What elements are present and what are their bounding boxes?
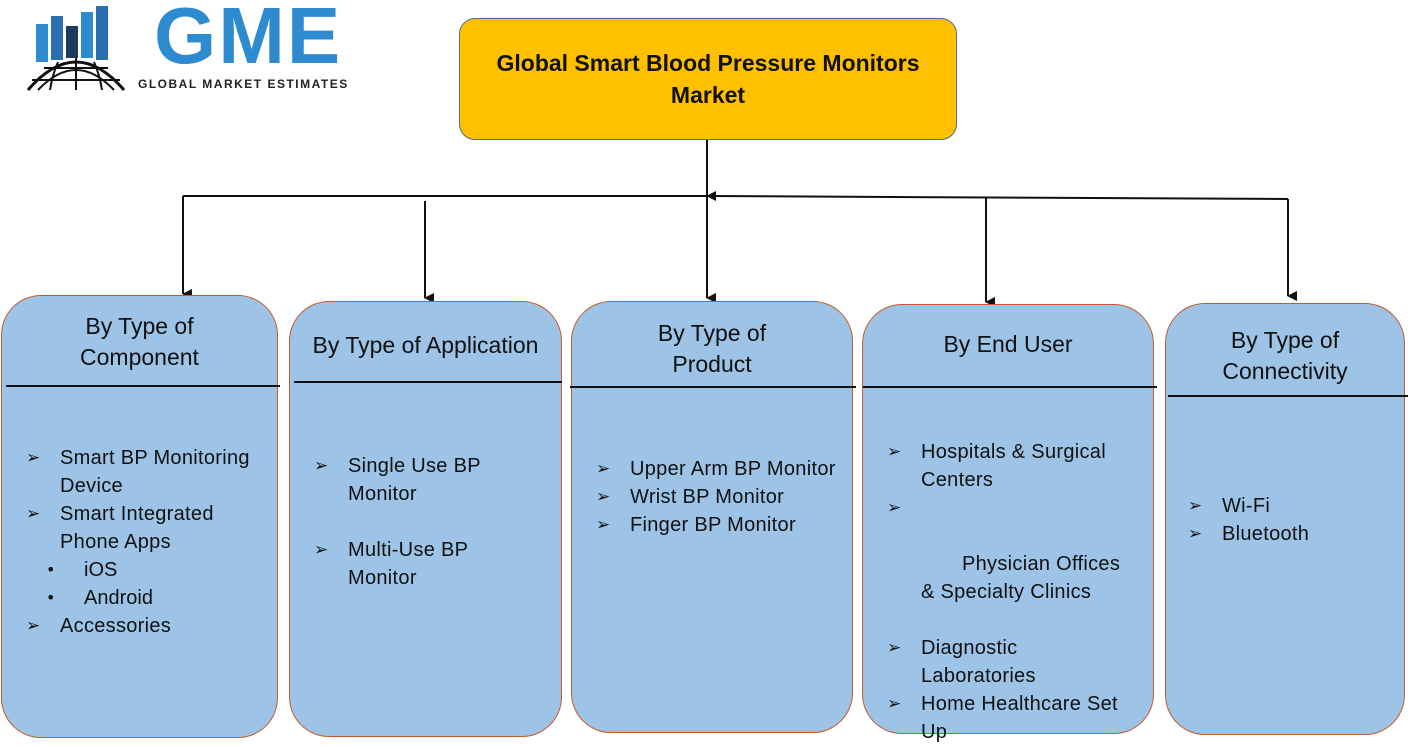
arrow-bullet-icon: ➢ xyxy=(596,487,611,507)
list-item: ➢ Accessories xyxy=(26,612,266,640)
list-item: ➢ Finger BP Monitor xyxy=(596,511,846,539)
category-box-end-user: By End User ➢ Hospitals & Surgical Cente… xyxy=(862,304,1157,743)
list-item: ➢ Smart BP Monitoring Device xyxy=(26,444,266,500)
arrow-bullet-icon: ➢ xyxy=(596,459,611,479)
category-item-list: ➢ Hospitals & Surgical Centers ➢ Physici… xyxy=(887,438,1137,746)
list-item: ➢ Wrist BP Monitor xyxy=(596,483,846,511)
category-item-list: ➢ Smart BP Monitoring Device ➢ Smart Int… xyxy=(26,444,266,640)
category-box-application: By Type of Application ➢ Single Use BP M… xyxy=(289,301,562,737)
list-item: ➢ Multi-Use BP Monitor xyxy=(314,536,534,592)
category-title: By Type of Product xyxy=(657,320,767,377)
arrow-bullet-icon: ➢ xyxy=(887,694,902,714)
category-box-component: By Type of Component ➢ Smart BP Monitori… xyxy=(1,295,280,738)
arrow-bullet-icon: ➢ xyxy=(887,442,902,462)
category-item-list: ➢ Single Use BP Monitor ➢ Multi-Use BP M… xyxy=(314,452,534,592)
arrow-bullet-icon: ➢ xyxy=(26,448,41,468)
category-title: By Type of Component xyxy=(80,313,199,370)
list-item: ➢ Diagnostic Laboratories xyxy=(887,634,1137,690)
arrow-bullet-icon: ➢ xyxy=(26,504,41,524)
arrow-bullet-icon: ➢ xyxy=(1188,496,1203,516)
logo-wordmark: GME xyxy=(154,0,343,80)
sub-list: • iOS • Android xyxy=(26,556,266,612)
category-title: By Type of Connectivity xyxy=(1222,327,1348,384)
globe-bar-chart-icon xyxy=(26,6,126,91)
category-divider xyxy=(1168,395,1408,397)
category-item-list: ➢ Wi-Fi ➢ Bluetooth xyxy=(1188,492,1388,548)
arrow-bullet-icon: ➢ xyxy=(26,616,41,636)
list-item: ➢ Upper Arm BP Monitor xyxy=(596,455,846,483)
list-item: ➢ Smart Integrated Phone Apps xyxy=(26,500,266,556)
arrow-bullet-icon: ➢ xyxy=(887,638,902,658)
category-divider xyxy=(863,386,1157,388)
category-divider xyxy=(570,386,856,388)
logo-subtitle: GLOBAL MARKET ESTIMATES xyxy=(138,77,349,91)
list-item: ➢ Physician Offices & Specialty Clinics xyxy=(887,494,1137,634)
category-title: By Type of Application xyxy=(312,331,539,358)
horizontal-bus-line xyxy=(183,195,1289,200)
root-title: Global Smart Blood Pressure Monitors Mar… xyxy=(496,50,920,108)
list-item: ➢ Single Use BP Monitor xyxy=(314,452,534,508)
sub-list-item: • iOS xyxy=(26,556,266,584)
arrow-bullet-icon: ➢ xyxy=(314,540,329,560)
arrow-bullet-icon: ➢ xyxy=(596,515,611,535)
list-item: ➢ Home Healthcare Set Up xyxy=(887,690,1137,746)
category-box-connectivity: By Type of Connectivity ➢ Wi-Fi ➢ Blueto… xyxy=(1165,303,1408,735)
category-title: By End User xyxy=(943,330,1073,357)
category-divider xyxy=(6,385,280,387)
arrow-bullet-icon: ➢ xyxy=(314,456,329,476)
category-item-list: ➢ Upper Arm BP Monitor ➢ Wrist BP Monito… xyxy=(596,455,846,539)
root-node: Global Smart Blood Pressure Monitors Mar… xyxy=(459,18,957,140)
list-item: ➢ Wi-Fi xyxy=(1188,492,1388,520)
category-divider xyxy=(294,381,562,383)
arrow-bullet-icon: ➢ xyxy=(887,498,902,518)
sub-list-item: • Android xyxy=(26,584,266,612)
dot-bullet-icon: • xyxy=(46,560,56,579)
list-item: ➢ Hospitals & Surgical Centers xyxy=(887,438,1137,494)
category-box-product: By Type of Product ➢ Upper Arm BP Monito… xyxy=(570,301,856,733)
arrow-bullet-icon: ➢ xyxy=(1188,524,1203,544)
dot-bullet-icon: • xyxy=(46,588,56,607)
list-item: ➢ Bluetooth xyxy=(1188,520,1388,548)
gme-logo: GME GLOBAL MARKET ESTIMATES xyxy=(24,0,384,96)
